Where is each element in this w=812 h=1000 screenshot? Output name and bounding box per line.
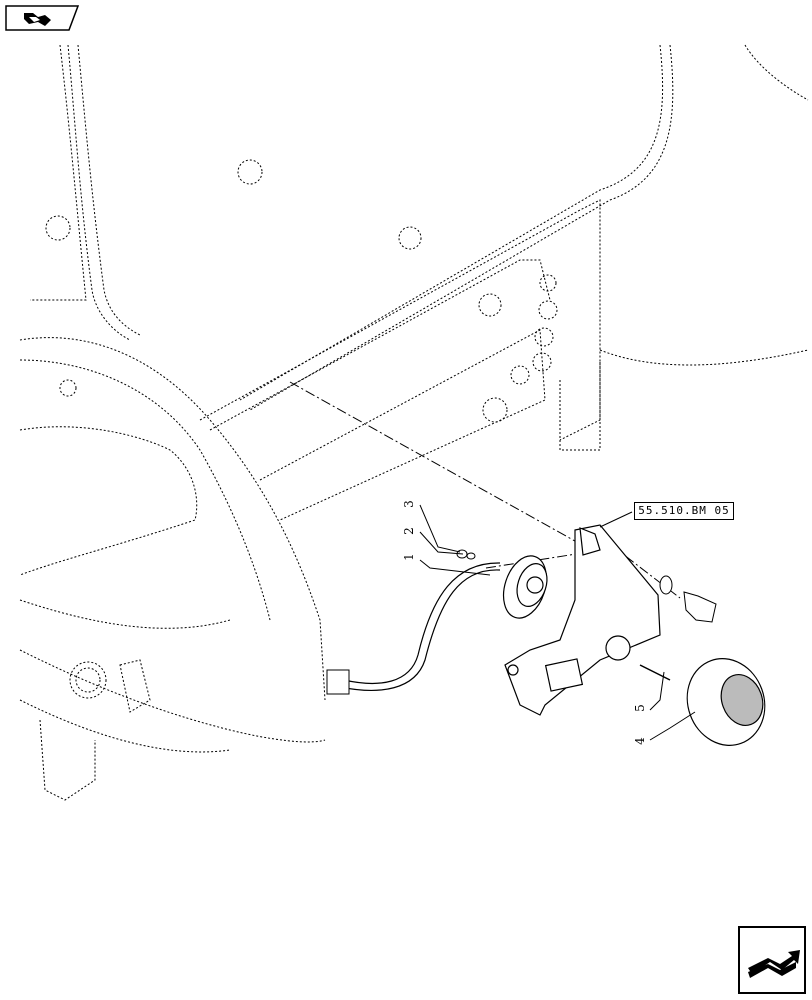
connector-plug: [326, 669, 350, 695]
washer-right: [659, 575, 673, 595]
screw: [639, 664, 671, 681]
tractor-body-outline: [19, 44, 809, 801]
mounting-bracket: [504, 524, 661, 716]
nut: [466, 552, 476, 560]
next-page-arrow-icon[interactable]: [738, 926, 806, 994]
callout-leaders: [419, 504, 696, 741]
callout-1: 1: [401, 553, 416, 561]
cover-cap: [686, 658, 766, 746]
book-navigation-icon[interactable]: [5, 5, 79, 31]
bolt: [683, 591, 717, 623]
cable-harness: [339, 562, 501, 692]
callout-2: 2: [401, 527, 416, 535]
callout-5: 5: [632, 704, 647, 712]
callout-3: 3: [401, 500, 416, 508]
socket: [502, 555, 548, 619]
callout-4: 4: [632, 737, 647, 745]
reference-label[interactable]: 55.510.BM 05: [634, 502, 734, 520]
